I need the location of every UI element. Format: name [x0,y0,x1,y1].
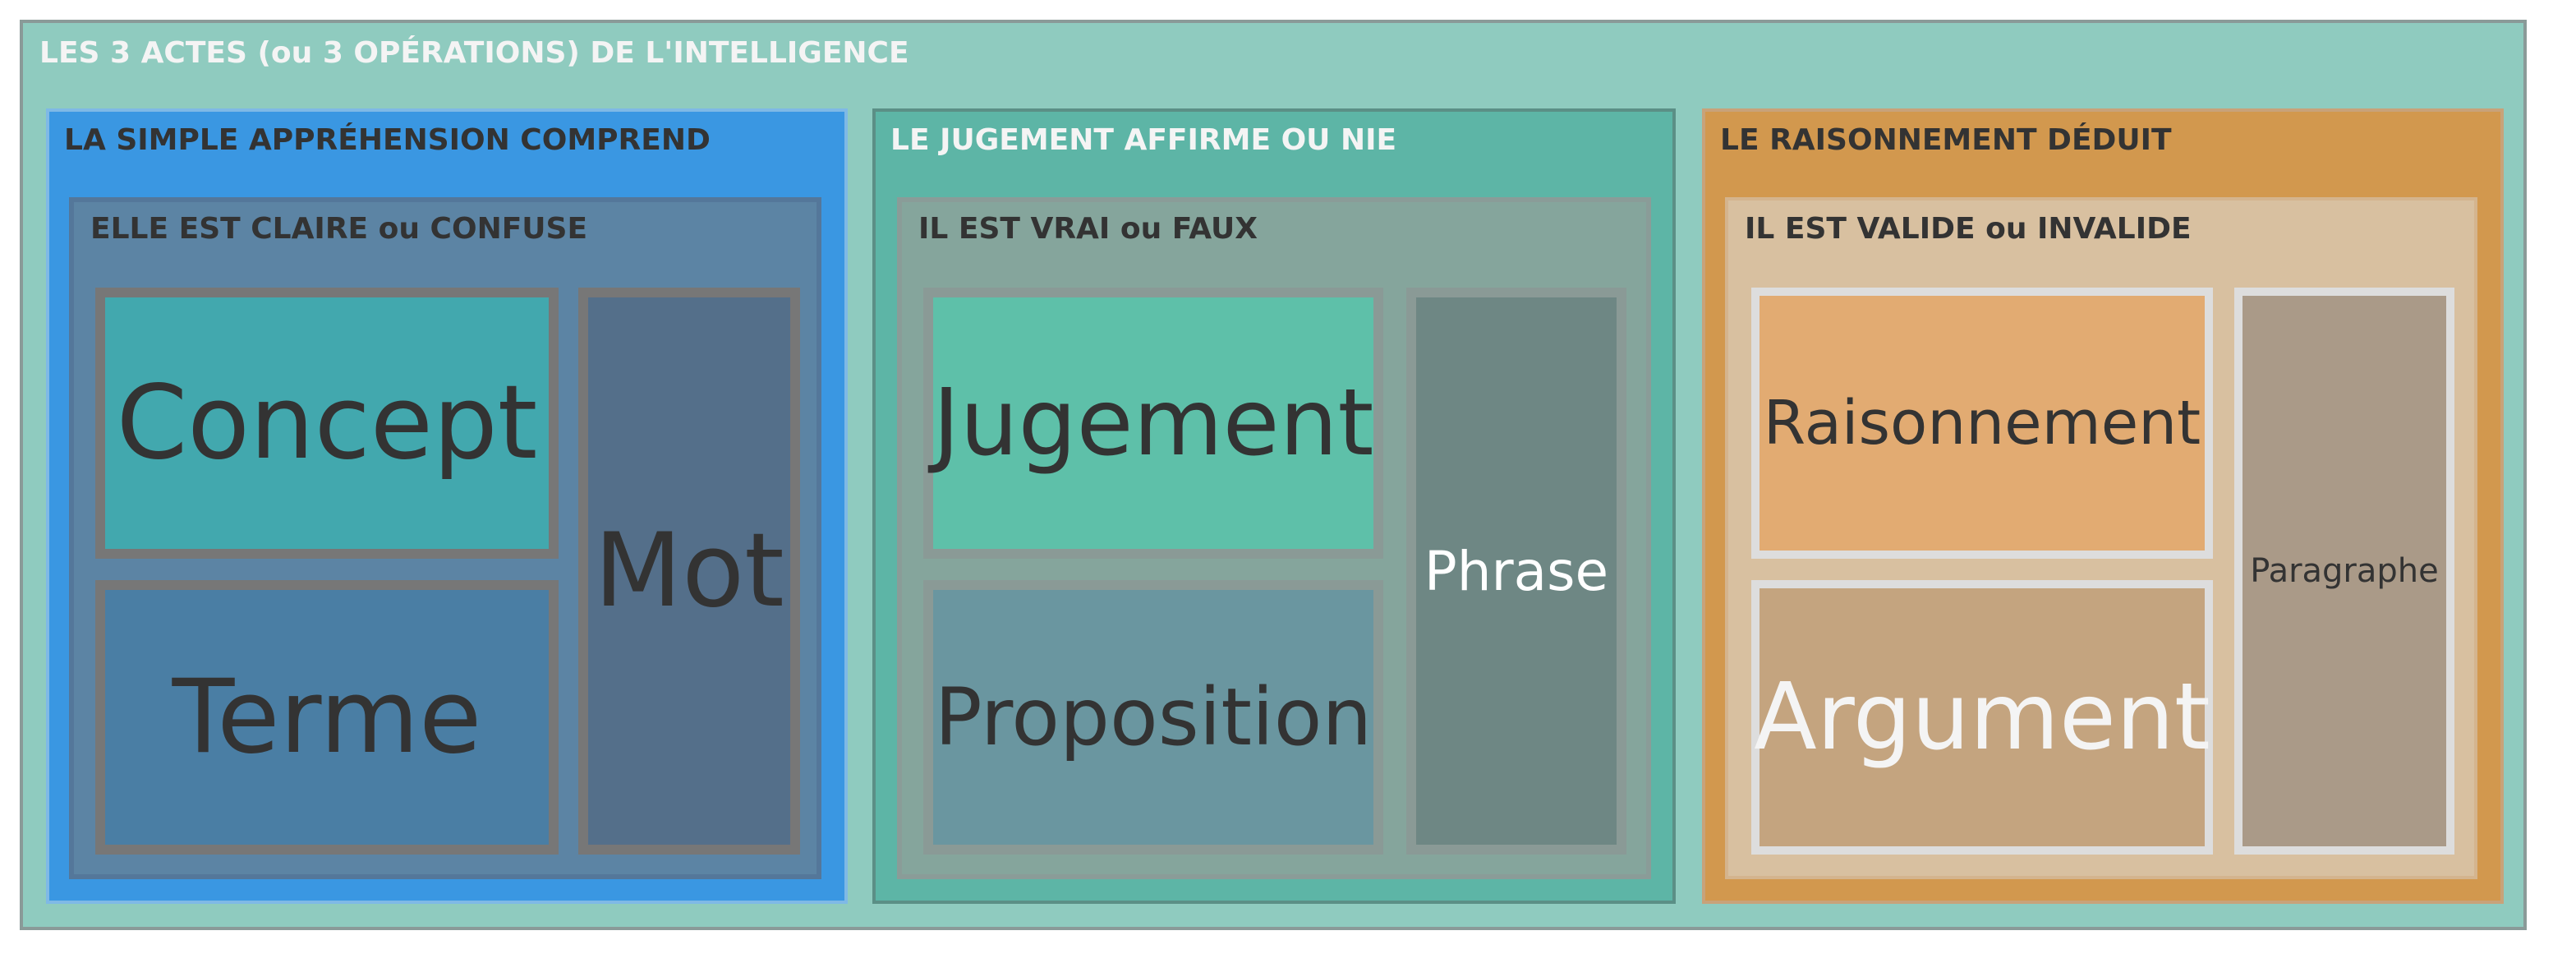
subgroup-title: IL EST VRAI ou FAUX [918,212,1258,246]
root-title: LES 3 ACTES (ou 3 OPÉRATIONS) DE L'INTEL… [39,36,909,70]
leaf-label: Jugement [932,370,1374,477]
leaf-label: Raisonnement [1763,388,2201,458]
leaf-terme[interactable]: Terme [95,580,559,855]
leaf-paragraphe[interactable]: Paragraphe [2234,288,2454,855]
leaf-label: Phrase [1424,539,1609,603]
subgroup-title: IL EST VALIDE ou INVALIDE [1745,212,2192,246]
leaf-label: Paragraphe [2250,552,2439,590]
leaf-phrase[interactable]: Phrase [1406,288,1626,855]
group-title: LE RAISONNEMENT DÉDUIT [1720,123,2172,157]
group-title: LE JUGEMENT AFFIRME OU NIE [890,123,1397,157]
leaf-argument[interactable]: Argument [1751,580,2213,855]
leaf-label: Mot [594,512,784,630]
leaf-proposition[interactable]: Proposition [923,580,1383,855]
leaf-label: Concept [116,364,538,482]
leaf-raisonnement[interactable]: Raisonnement [1751,288,2213,559]
leaf-label: Proposition [934,671,1373,763]
leaf-mot[interactable]: Mot [578,288,800,855]
subgroup-title: ELLE EST CLAIRE ou CONFUSE [90,212,588,246]
group-title: LA SIMPLE APPRÉHENSION COMPREND [64,123,711,157]
leaf-label: Argument [1754,664,2210,771]
leaf-label: Terme [172,658,482,776]
leaf-concept[interactable]: Concept [95,288,559,559]
leaf-jugement[interactable]: Jugement [923,288,1383,559]
